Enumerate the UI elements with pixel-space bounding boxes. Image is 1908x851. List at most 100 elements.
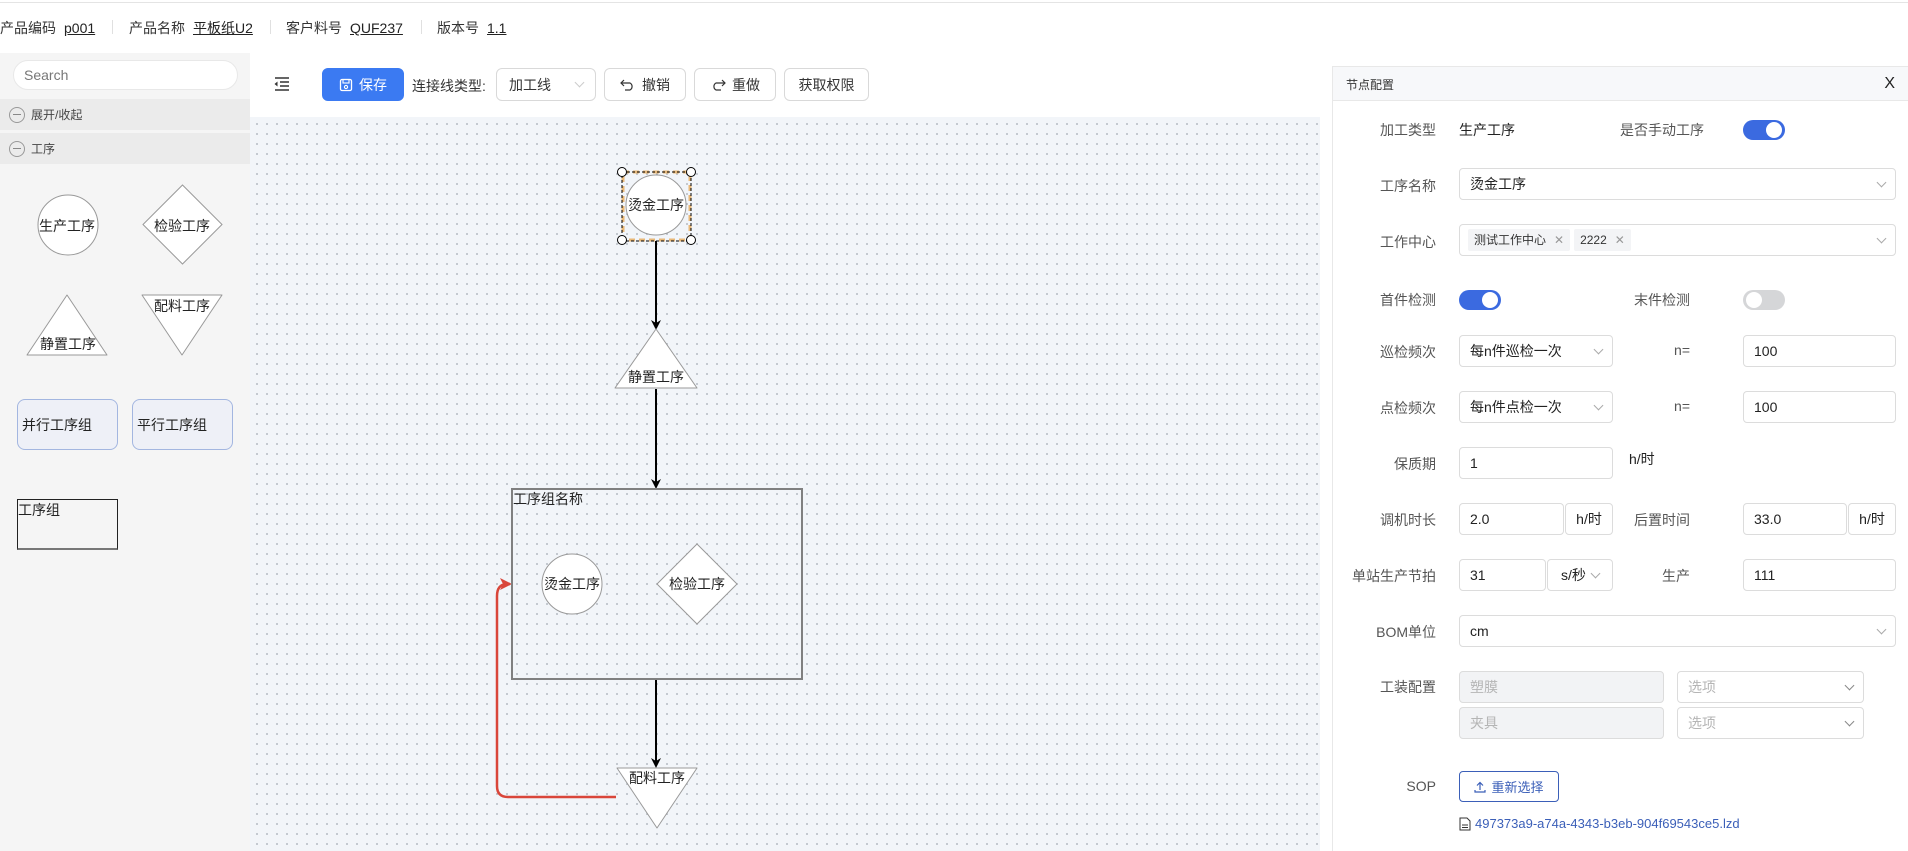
reselect-label: 重新选择 <box>1491 780 1544 795</box>
cycle-time-unit-select[interactable]: s/秒 <box>1547 559 1613 591</box>
production-input[interactable]: 111 <box>1743 559 1896 591</box>
bom-unit-select[interactable]: cm <box>1459 615 1896 647</box>
resize-handle-bottom-right[interactable] <box>686 235 696 245</box>
node-label: 烫金工序 <box>628 198 684 214</box>
last-check-label: 末件检测 <box>1634 292 1690 308</box>
tooling-option-placeholder: 选项 <box>1688 679 1716 695</box>
triangle-down-shape-icon <box>141 294 223 356</box>
remove-tag-icon[interactable]: ✕ <box>1554 232 1565 247</box>
patrol-n-input[interactable]: 100 <box>1743 335 1896 367</box>
edge-batching-to-group-loop[interactable] <box>495 578 616 799</box>
section-process[interactable]: 工序 <box>0 133 250 164</box>
post-time-unit: h/时 <box>1848 503 1896 535</box>
spot-n-input[interactable]: 100 <box>1743 391 1896 423</box>
work-center-select[interactable]: 测试工作中心✕2222✕ <box>1459 224 1896 256</box>
chevron-down-icon <box>574 77 585 88</box>
unit-label: h/时 <box>1859 511 1885 527</box>
node-group-gilding-process[interactable]: 烫金工序 <box>541 553 603 615</box>
reselect-sop-button[interactable]: 重新选择 <box>1459 771 1559 802</box>
redo-button[interactable]: 重做 <box>694 68 776 101</box>
shelf-life-label: 保质期 <box>1394 456 1436 472</box>
stencil-parallel-group[interactable]: 并行工序组 <box>17 399 118 450</box>
cycle-time-label: 单站生产节拍 <box>1352 568 1436 584</box>
resize-handle-top-right[interactable] <box>686 167 696 177</box>
save-button[interactable]: 保存 <box>322 68 404 101</box>
unit-label: s/秒 <box>1561 567 1586 583</box>
customer-part-no-value[interactable]: QUF237 <box>350 20 403 36</box>
stencil-label: 配料工序 <box>154 298 210 314</box>
customer-part-no-label: 客户料号 <box>286 20 342 36</box>
node-process-group[interactable]: 工序组名称 <box>511 488 803 680</box>
selection-highlight <box>621 170 692 242</box>
cycle-time-input[interactable]: 31 <box>1459 559 1546 591</box>
collapse-icon <box>9 106 25 123</box>
tag-label: 测试工作中心 <box>1474 233 1547 248</box>
bom-unit-label: BOM单位 <box>1376 624 1436 640</box>
node-batching-process[interactable]: 配料工序 <box>616 767 698 829</box>
sop-file-link[interactable]: 497373a9-a74a-4343-b3eb-904f69543ce5.lzd <box>1459 816 1740 831</box>
stencil-batching-process[interactable]: 配料工序 <box>141 294 223 356</box>
remove-tag-icon[interactable]: ✕ <box>1614 233 1625 248</box>
spot-n-value: 100 <box>1754 399 1778 415</box>
setup-time-input[interactable]: 2.0 <box>1459 503 1564 535</box>
tooling-option-select[interactable]: 选项 <box>1677 671 1864 703</box>
section-expand-collapse[interactable]: 展开/收起 <box>0 99 250 130</box>
stencil-flat-group[interactable]: 平行工序组 <box>132 399 233 450</box>
manual-process-label: 是否手动工序 <box>1620 122 1704 138</box>
sop-file-name: 497373a9-a74a-4343-b3eb-904f69543ce5.lzd <box>1475 816 1740 831</box>
stencil-inspection-process[interactable]: 检验工序 <box>142 184 223 265</box>
top-divider <box>0 2 1908 3</box>
node-label: 静置工序 <box>628 370 684 386</box>
chevron-down-icon <box>1590 568 1601 578</box>
patrol-frequency-select[interactable]: 每n件巡检一次 <box>1459 335 1613 367</box>
node-label: 配料工序 <box>629 771 685 787</box>
section-label: 工序 <box>31 142 56 156</box>
connection-type-select[interactable]: 加工线 <box>496 68 596 101</box>
undo-button[interactable]: 撤销 <box>604 68 686 101</box>
spot-n-label: n= <box>1674 398 1690 414</box>
process-name-value: 烫金工序 <box>1470 176 1526 192</box>
search-input[interactable] <box>13 60 238 90</box>
triangle-up-shape <box>614 328 698 389</box>
chevron-down-icon <box>1876 177 1887 187</box>
stencil-standing-process[interactable]: 静置工序 <box>26 294 108 356</box>
first-check-toggle[interactable] <box>1459 290 1501 310</box>
tooling-option-select[interactable]: 选项 <box>1677 707 1864 739</box>
close-icon[interactable]: X <box>1884 75 1895 92</box>
manual-process-toggle[interactable] <box>1743 120 1785 140</box>
production-value: 111 <box>1754 567 1776 583</box>
redo-label: 重做 <box>732 76 760 93</box>
version-value[interactable]: 1.1 <box>487 20 507 36</box>
diagram-canvas[interactable] <box>250 117 1320 851</box>
node-standing-process[interactable]: 静置工序 <box>614 328 698 389</box>
sop-label: SOP <box>1406 778 1436 794</box>
spot-frequency-select[interactable]: 每n件点检一次 <box>1459 391 1613 423</box>
stencil-label: 工序组 <box>18 502 60 518</box>
tooling-name: 塑膜 <box>1470 679 1498 695</box>
stencil-group[interactable]: 工序组 <box>17 499 118 550</box>
resize-handle-bottom-left[interactable] <box>617 235 627 245</box>
node-gilding-process-selected[interactable]: 烫金工序 <box>617 167 696 245</box>
tooling-name-input: 塑膜 <box>1459 671 1664 703</box>
shelf-life-input[interactable]: 1 <box>1459 447 1613 479</box>
product-name-value[interactable]: 平板纸U2 <box>193 20 253 36</box>
stencil-production-process[interactable]: 生产工序 <box>37 194 99 256</box>
tooling-label: 工装配置 <box>1380 679 1436 695</box>
get-permission-button[interactable]: 获取权限 <box>784 68 869 101</box>
node-group-inspection-process[interactable]: 检验工序 <box>656 543 738 625</box>
patrol-frequency-value: 每n件巡检一次 <box>1470 343 1562 359</box>
post-time-input[interactable]: 33.0 <box>1743 503 1847 535</box>
chevron-down-icon <box>1876 233 1887 243</box>
process-name-select[interactable]: 烫金工序 <box>1459 168 1896 200</box>
outdent-icon[interactable] <box>273 76 291 92</box>
resize-handle-top-left[interactable] <box>617 167 627 177</box>
chevron-down-icon <box>1876 624 1887 634</box>
product-code-value[interactable]: p001 <box>64 20 96 36</box>
shelf-life-unit: h/时 <box>1629 451 1655 467</box>
product-code-label: 产品编码 <box>0 20 56 36</box>
last-check-toggle[interactable] <box>1743 290 1785 310</box>
patrol-frequency-label: 巡检频次 <box>1380 344 1436 360</box>
work-center-label: 工作中心 <box>1380 234 1436 250</box>
diamond-shape-icon <box>142 184 223 265</box>
group-frame <box>511 488 803 680</box>
